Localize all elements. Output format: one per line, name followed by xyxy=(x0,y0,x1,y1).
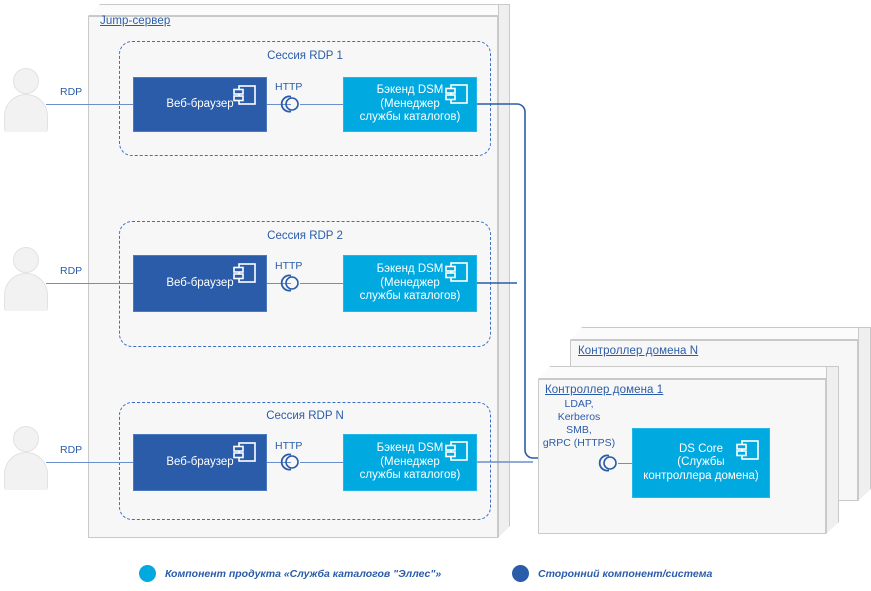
wire-socket-to-backendn xyxy=(300,461,343,464)
legend-item-thirdparty: Сторонний компонент/система xyxy=(512,565,712,582)
wire-browser1-to-socket xyxy=(267,103,291,106)
wire-actor2-rdp xyxy=(46,282,133,285)
rdp-label-n: RDP xyxy=(60,444,83,456)
uml-socket-icon-2 xyxy=(280,274,299,292)
component-icon xyxy=(233,263,256,283)
rdp-session-2-title: Сессия RDP 2 xyxy=(267,230,343,242)
web-browser-2-label: Веб-браузер xyxy=(166,276,234,289)
http-label-1: HTTP xyxy=(275,81,303,93)
dsm-to-dc-bus xyxy=(477,103,550,463)
actor-body-icon xyxy=(4,452,48,490)
dsm-backend-1-label: Бэкенд DSM (Менеджер службы каталогов) xyxy=(359,84,461,124)
component-icon xyxy=(233,85,256,105)
dc-1-side-bevel xyxy=(826,366,839,534)
dsm-backend-1[interactable]: Бэкенд DSM (Менеджер службы каталогов) xyxy=(343,77,477,132)
ds-core-label: DS Core (Службы контроллера домена) xyxy=(643,442,759,482)
component-icon xyxy=(233,442,256,462)
dc-n-side-bevel xyxy=(858,327,871,501)
dc-protocols-label: LDAP, Kerberos SMB, gRPC (HTTPS) xyxy=(542,398,616,449)
wire-socket-to-dscore xyxy=(618,462,632,465)
uml-socket-icon-dc xyxy=(598,454,617,472)
user-actor-1 xyxy=(4,68,48,132)
legend-label-product: Компонент продукта «Служба каталогов "Эл… xyxy=(165,567,442,580)
rdp-session-n-frame xyxy=(119,402,491,520)
user-actor-2 xyxy=(4,247,48,311)
rdp-session-n-title: Сессия RDP N xyxy=(266,410,344,422)
user-actor-n xyxy=(4,426,48,490)
rdp-label-1: RDP xyxy=(60,86,83,98)
dc-n-top-bevel xyxy=(570,327,871,340)
wire-browser2-to-socket xyxy=(267,282,291,285)
actor-body-icon xyxy=(4,94,48,132)
dsm-backend-2-label: Бэкенд DSM (Менеджер службы каталогов) xyxy=(359,263,461,303)
wire-actor1-rdp xyxy=(46,103,133,106)
http-label-n: HTTP xyxy=(275,440,303,452)
legend-dot-thirdparty xyxy=(512,565,529,582)
rdp-session-1-title: Сессия RDP 1 xyxy=(267,50,343,62)
web-browser-2[interactable]: Веб-браузер xyxy=(133,255,267,312)
dc-1-top-bevel xyxy=(538,366,839,379)
wire-socket-to-backend2 xyxy=(300,282,343,285)
domain-controller-1-title: Контроллер домена 1 xyxy=(545,384,664,396)
legend-label-thirdparty: Сторонний компонент/система xyxy=(538,567,713,580)
actor-head-icon xyxy=(13,68,39,94)
jump-server-title: Jump-сервер xyxy=(100,15,171,27)
wire-browsern-to-socket xyxy=(267,461,291,464)
uml-socket-icon-n xyxy=(280,453,299,471)
dsm-backend-n[interactable]: Бэкенд DSM (Менеджер службы каталогов) xyxy=(343,434,477,491)
legend-dot-product xyxy=(139,565,156,582)
web-browser-n-label: Веб-браузер xyxy=(166,455,234,468)
domain-controller-n-title: Контроллер домена N xyxy=(578,345,699,357)
web-browser-1[interactable]: Веб-браузер xyxy=(133,77,267,132)
wire-actorn-rdp xyxy=(46,461,133,464)
dsm-backend-2[interactable]: Бэкенд DSM (Менеджер службы каталогов) xyxy=(343,255,477,312)
web-browser-n[interactable]: Веб-браузер xyxy=(133,434,267,491)
rdp-session-1-frame xyxy=(119,41,491,156)
uml-socket-icon-1 xyxy=(280,95,299,113)
rdp-label-2: RDP xyxy=(60,265,83,277)
legend-item-product: Компонент продукта «Служба каталогов "Эл… xyxy=(139,565,441,582)
actor-head-icon xyxy=(13,426,39,452)
web-browser-1-label: Веб-браузер xyxy=(166,97,234,110)
actor-head-icon xyxy=(13,247,39,273)
dsm-backend-n-label: Бэкенд DSM (Менеджер службы каталогов) xyxy=(359,442,461,482)
actor-body-icon xyxy=(4,273,48,311)
ds-core[interactable]: DS Core (Службы контроллера домена) xyxy=(632,428,770,498)
wire-socket-to-backend1 xyxy=(300,103,343,106)
http-label-2: HTTP xyxy=(275,260,303,272)
